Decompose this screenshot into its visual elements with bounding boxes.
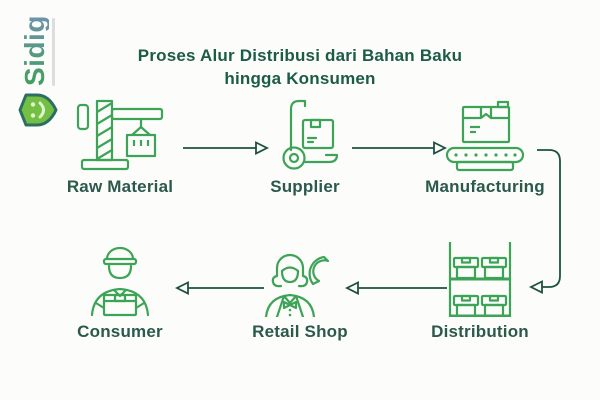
shop-assistant-phone-icon <box>264 253 330 317</box>
node-label-manufacturing: Manufacturing <box>425 177 545 196</box>
node-label-retail-shop: Retail Shop <box>252 322 348 341</box>
page-title: Proses Alur Distribusi dari Bahan Baku h… <box>0 44 600 91</box>
flow-node-raw-material: Raw Material <box>35 94 205 197</box>
sidig-shield-smiley-icon <box>18 93 58 127</box>
node-label-supplier: Supplier <box>270 177 340 196</box>
hand-truck-icon <box>282 99 339 170</box>
node-label-consumer: Consumer <box>77 322 163 341</box>
flow-node-distribution: Distribution <box>395 239 565 342</box>
flow-node-retail-shop: Retail Shop <box>222 239 378 342</box>
crane-icon <box>76 99 164 171</box>
conveyor-box-icon <box>445 100 525 172</box>
flow-node-consumer: Consumer <box>35 239 205 342</box>
node-label-distribution: Distribution <box>431 322 529 341</box>
sidig-logo: Sidig <box>15 9 61 129</box>
page-title-line2: hingga Konsumen <box>224 69 376 89</box>
page-title-line1: Proses Alur Distribusi dari Bahan Baku <box>137 46 463 65</box>
flow-node-supplier: Supplier <box>230 94 380 197</box>
storage-rack-icon <box>448 242 512 317</box>
flow-node-manufacturing: Manufacturing <box>400 94 570 197</box>
node-label-raw-material: Raw Material <box>66 177 174 196</box>
courier-with-box-icon <box>90 246 150 317</box>
